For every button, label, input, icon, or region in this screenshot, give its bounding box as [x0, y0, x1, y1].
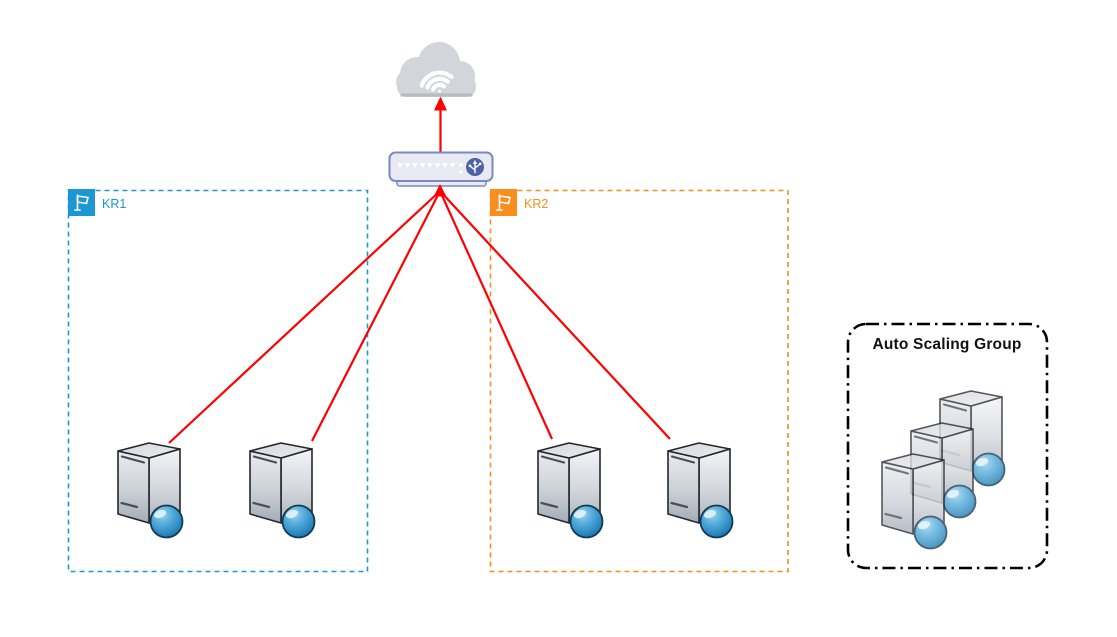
connector-lines	[168, 107, 671, 444]
router-to-server1-line	[168, 190, 441, 444]
asg-server-front	[880, 452, 948, 550]
asg-border	[846, 322, 1049, 570]
server-kr2-b	[666, 441, 734, 539]
wifi-icon	[419, 70, 454, 93]
auto-scaling-group: Auto Scaling Group	[846, 322, 1049, 570]
switch-ports	[397, 163, 463, 174]
arrowhead-to-cloud	[434, 96, 447, 111]
switch-body	[388, 151, 494, 182]
router-to-server4-line	[439, 190, 671, 440]
server-kr1-a	[116, 441, 184, 539]
server-kr1-b	[248, 441, 316, 539]
arrowhead-to-router	[433, 184, 447, 197]
router-to-server3-line	[438, 190, 554, 440]
asg-title: Auto Scaling Group	[872, 336, 1021, 353]
cloud-wifi-icon	[396, 42, 476, 97]
region-kr1: KR1	[67, 189, 369, 573]
router-to-server2-line	[311, 190, 441, 442]
network-switch-icon	[388, 151, 494, 187]
server-kr2-a	[536, 441, 604, 539]
region-kr1-border	[67, 189, 369, 573]
server-stack-icon	[880, 389, 1006, 550]
usb-branch-glyph	[468, 160, 482, 174]
region-kr1-label: KR1	[102, 197, 126, 211]
region-kr2-label: KR2	[524, 197, 548, 211]
region-kr2-border	[489, 189, 789, 573]
region-kr2: KR2	[489, 189, 789, 573]
